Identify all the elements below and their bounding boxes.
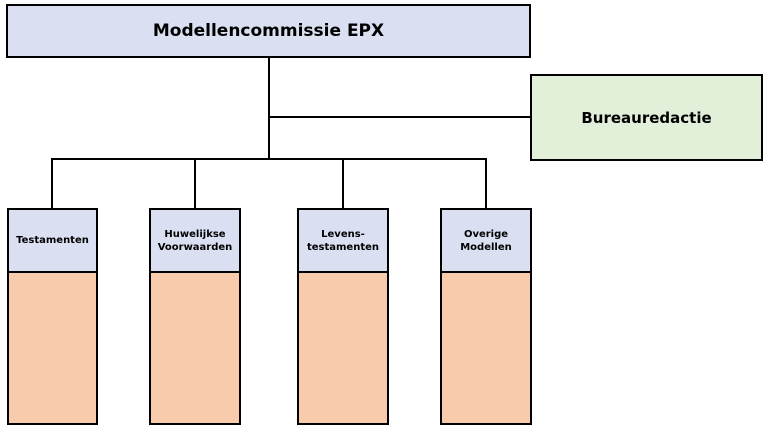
column-levenstestamenten-label: Levens- testamenten bbox=[306, 228, 380, 253]
connector-horizontal-bus bbox=[51, 158, 487, 160]
connector-drop-2 bbox=[194, 158, 196, 210]
column-levenstestamenten: Levens- testamenten bbox=[297, 208, 389, 425]
connector-drop-3 bbox=[342, 158, 344, 210]
column-testamenten-header: Testamenten bbox=[9, 210, 96, 273]
column-testamenten-label: Testamenten bbox=[16, 235, 89, 246]
node-modellencommissie-label: Modellencommissie EPX bbox=[152, 21, 385, 41]
column-levenstestamenten-header: Levens- testamenten bbox=[299, 210, 387, 273]
column-overige-modellen-header: Overige Modellen bbox=[442, 210, 530, 273]
connector-side-branch bbox=[268, 116, 532, 118]
column-huwelijkse-voorwaarden: Huwelijkse Voorwaarden bbox=[149, 208, 241, 425]
node-modellencommissie: Modellencommissie EPX bbox=[6, 4, 531, 58]
node-bureauredactie-label: Bureauredactie bbox=[581, 108, 712, 127]
node-bureauredactie: Bureauredactie bbox=[530, 74, 763, 161]
column-huwelijkse-voorwaarden-label: Huwelijkse Voorwaarden bbox=[157, 228, 233, 253]
connector-drop-1 bbox=[51, 158, 53, 210]
column-overige-modellen-label: Overige Modellen bbox=[460, 228, 512, 253]
column-overige-modellen: Overige Modellen bbox=[440, 208, 532, 425]
connector-drop-4 bbox=[485, 158, 487, 210]
column-huwelijkse-voorwaarden-header: Huwelijkse Voorwaarden bbox=[151, 210, 239, 273]
connector-top-trunk bbox=[268, 57, 270, 160]
column-testamenten: Testamenten bbox=[7, 208, 98, 425]
